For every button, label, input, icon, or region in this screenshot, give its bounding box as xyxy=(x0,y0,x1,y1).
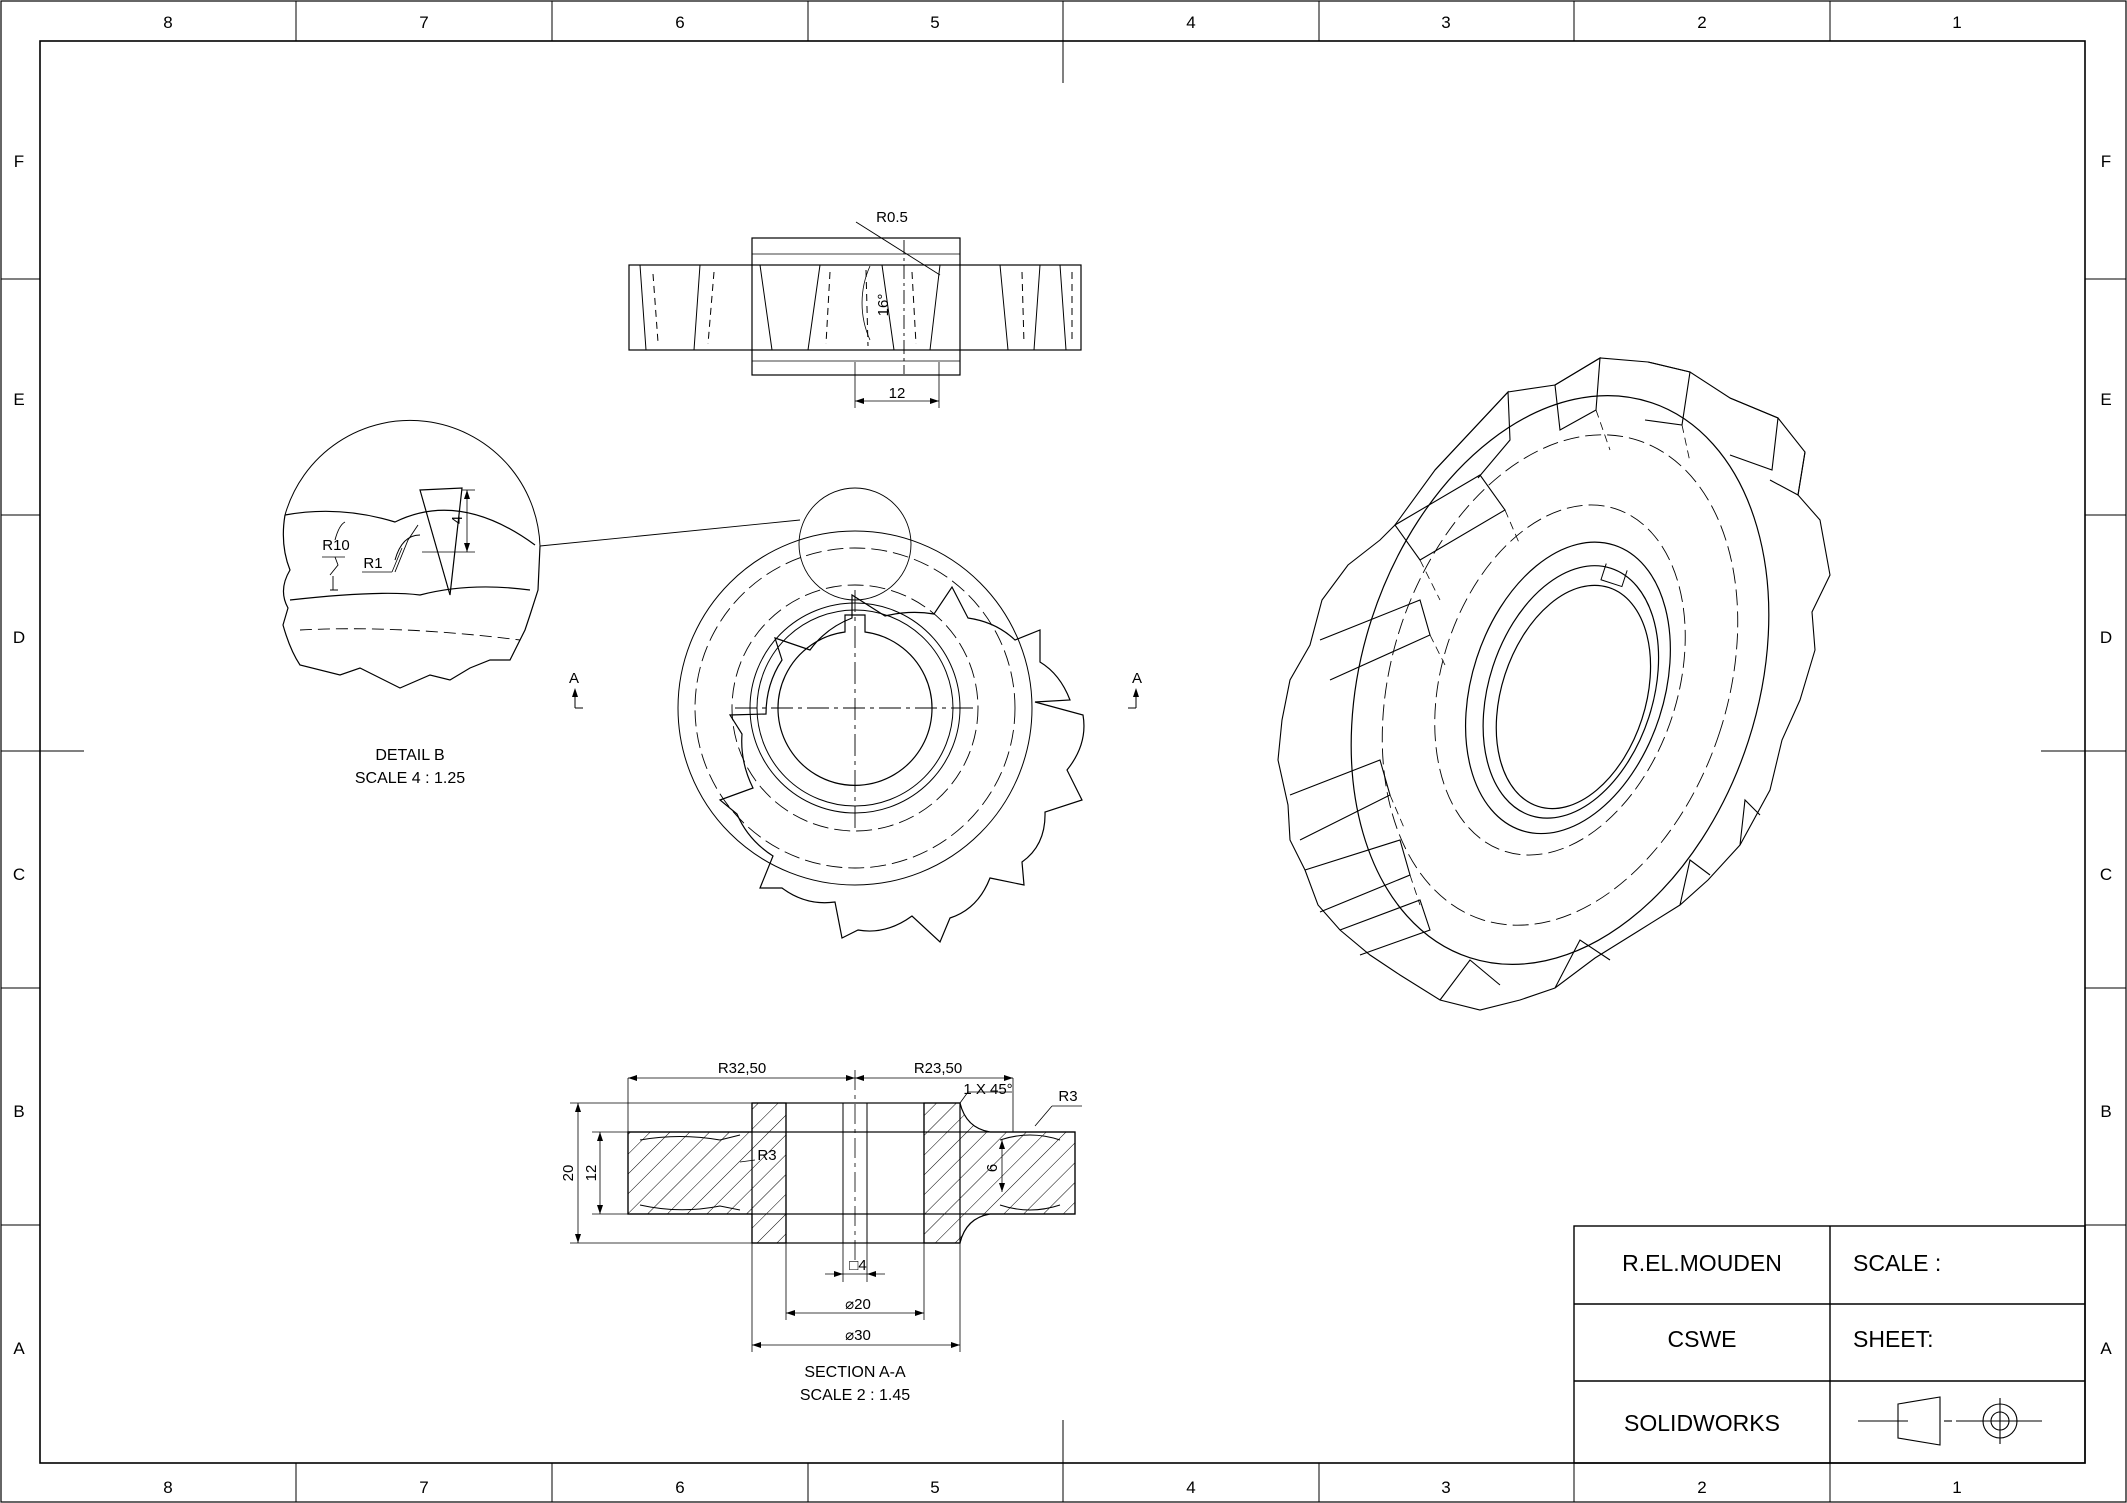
helix-angle-label: 16° xyxy=(875,294,892,317)
third-angle-projection-icon xyxy=(1858,1396,2042,1446)
software-name: SOLIDWORKS xyxy=(1624,1410,1780,1436)
hub-diameter-label: ⌀30 xyxy=(845,1327,871,1344)
section-markers: A A xyxy=(569,670,1142,687)
detail-b-scale: SCALE 4 : 1.25 xyxy=(355,770,465,787)
top-view xyxy=(628,221,1082,408)
detail-radius-large-label: R10 xyxy=(322,537,350,554)
section-title: SECTION A-A xyxy=(804,1364,906,1381)
fillet-left-label: R3 xyxy=(757,1147,776,1164)
detail-b-dimensions: R10 R1 4 xyxy=(322,516,466,572)
sheet-label: SHEET: xyxy=(1853,1326,1934,1352)
organization-name: CSWE xyxy=(1668,1326,1737,1352)
scale-label: SCALE : xyxy=(1853,1250,1941,1276)
section-marker-left: A xyxy=(569,670,579,687)
front-view xyxy=(539,487,1139,944)
zone-col-bottom: 7 xyxy=(419,1478,428,1497)
zone-row-left: C xyxy=(13,865,25,884)
author-name: R.EL.MOUDEN xyxy=(1622,1250,1782,1276)
width-dimension-label: 12 xyxy=(889,385,906,402)
zone-col-top: 3 xyxy=(1441,13,1450,32)
zone-row-left: B xyxy=(13,1102,24,1121)
zone-row-right: F xyxy=(2101,152,2111,171)
zone-row-right: C xyxy=(2100,865,2112,884)
detail-b-caption: DETAIL B SCALE 4 : 1.25 xyxy=(355,747,465,787)
zone-col-bottom: 4 xyxy=(1186,1478,1195,1497)
fillet-radius-label: R0.5 xyxy=(876,209,908,226)
zone-col-top: 6 xyxy=(675,13,684,32)
zone-col-bottom: 1 xyxy=(1952,1478,1961,1497)
zone-col-top: 1 xyxy=(1952,13,1961,32)
title-block-text: R.EL.MOUDEN SCALE : CSWE SHEET: SOLIDWOR… xyxy=(1622,1250,1941,1436)
zone-col-top: 4 xyxy=(1186,13,1195,32)
zone-col-bottom: 6 xyxy=(675,1478,684,1497)
section-marker-right: A xyxy=(1132,670,1142,687)
section-a-a-view xyxy=(570,1070,1082,1352)
zone-row-right: B xyxy=(2100,1102,2111,1121)
zone-labels: 8 7 6 5 4 3 2 1 8 7 6 5 4 3 2 1 F E D C … xyxy=(13,13,2112,1497)
zone-col-top: 2 xyxy=(1697,13,1706,32)
zone-col-bottom: 2 xyxy=(1697,1478,1706,1497)
zone-col-top: 8 xyxy=(163,13,172,32)
section-a-a-dimensions: R32,50 R23,50 1 X 45° R3 R3 20 12 6 □4 ⌀… xyxy=(560,1060,1078,1344)
title-block xyxy=(1573,1225,2086,1464)
hub-height-label: 12 xyxy=(583,1165,600,1182)
chamfer-label: 1 X 45° xyxy=(963,1081,1012,1098)
detail-b-title: DETAIL B xyxy=(375,747,444,764)
zone-col-bottom: 5 xyxy=(930,1478,939,1497)
top-view-dimensions: R0.5 16° 12 xyxy=(875,209,908,402)
zone-col-bottom: 3 xyxy=(1441,1478,1450,1497)
zone-row-left: D xyxy=(13,628,25,647)
bore-diameter-label: ⌀20 xyxy=(845,1296,871,1313)
zone-row-right: E xyxy=(2100,390,2111,409)
overall-height-label: 20 xyxy=(560,1165,577,1182)
zone-col-top: 5 xyxy=(930,13,939,32)
fillet-right-label: R3 xyxy=(1058,1088,1077,1105)
detail-b-view xyxy=(282,419,541,689)
zone-col-top: 7 xyxy=(419,13,428,32)
detail-height-label: 4 xyxy=(449,516,466,524)
zone-row-left: F xyxy=(14,152,24,171)
inner-radius-label: R23,50 xyxy=(914,1060,962,1077)
zone-row-left: E xyxy=(13,390,24,409)
zone-row-right: A xyxy=(2100,1339,2112,1358)
section-scale: SCALE 2 : 1.45 xyxy=(800,1387,910,1404)
key-width-label: □4 xyxy=(849,1257,866,1274)
zone-col-bottom: 8 xyxy=(163,1478,172,1497)
groove-depth-label: 6 xyxy=(984,1164,1001,1172)
section-a-a-caption: SECTION A-A SCALE 2 : 1.45 xyxy=(800,1364,910,1404)
isometric-view xyxy=(1277,356,1831,1011)
detail-radius-small-label: R1 xyxy=(363,555,382,572)
zone-row-right: D xyxy=(2100,628,2112,647)
outer-radius-label: R32,50 xyxy=(718,1060,766,1077)
zone-row-left: A xyxy=(13,1339,25,1358)
